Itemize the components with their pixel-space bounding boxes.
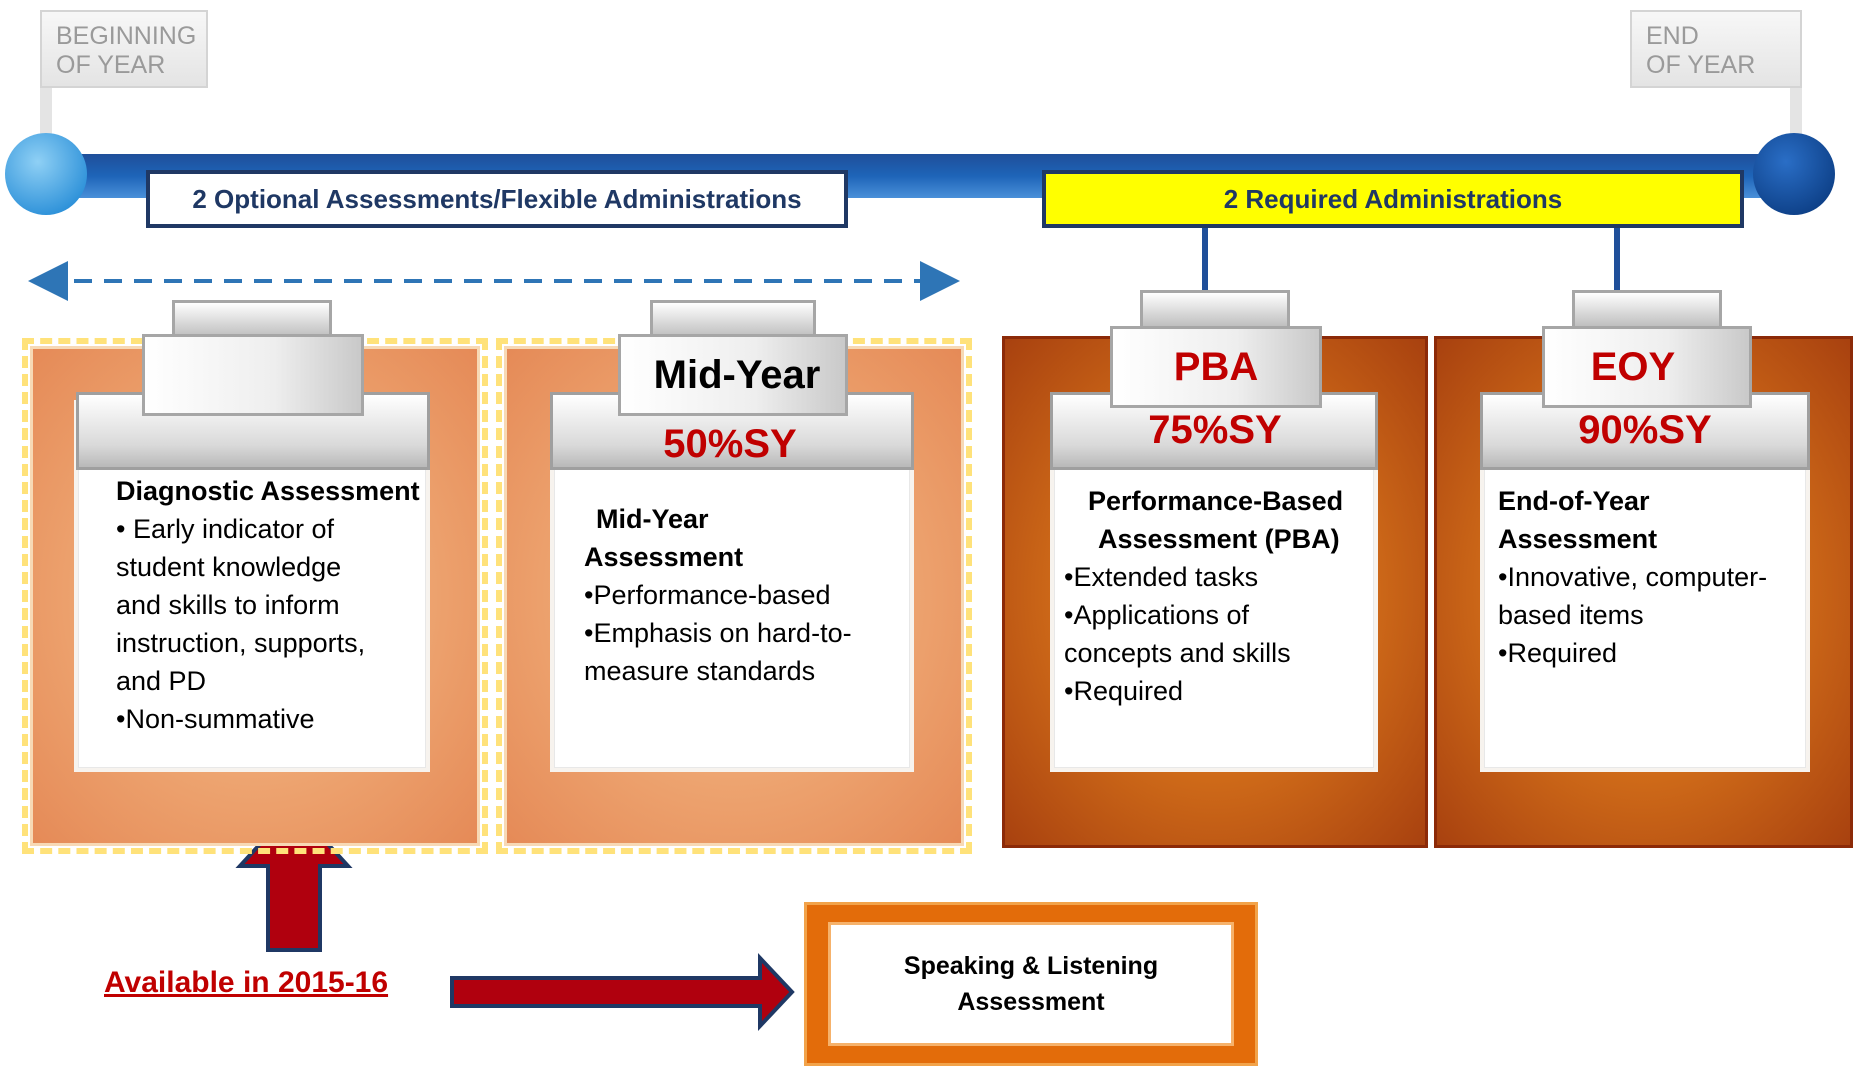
eoy-line: •Innovative, computer- (1498, 562, 1768, 592)
midyear-line: •Emphasis on hard-to- (584, 618, 852, 648)
midyear-text: Mid-Year Assessment •Performance-based •… (584, 500, 904, 690)
diagnostic-clip-tab (172, 300, 332, 340)
pba-line: •Required (1064, 676, 1184, 706)
midyear-heading-line2: Assessment (584, 542, 744, 572)
pba-heading-line1: Performance-Based (1088, 486, 1344, 516)
eoy-line: •Required (1498, 638, 1618, 668)
pba-line: •Applications of (1064, 600, 1250, 630)
pba-line: concepts and skills (1064, 638, 1291, 668)
pba-clip-title: PBA (1173, 344, 1259, 389)
eoy-line: based items (1498, 600, 1644, 630)
required-band-label: 2 Required Administrations (1042, 170, 1744, 228)
beginning-of-year-label: BEGINNING OF YEAR (40, 10, 208, 88)
available-note: Available in 2015-16 (104, 966, 389, 999)
midyear-line: •Performance-based (584, 580, 831, 610)
speaking-listening-line2: Assessment (957, 988, 1105, 1016)
speaking-listening-line1: Speaking & Listening (903, 952, 1159, 980)
diagnostic-clip-top (142, 334, 364, 416)
diagnostic-line: and skills to inform (116, 590, 340, 620)
eoy-heading-line1: End-of-Year (1498, 486, 1650, 516)
eoy-connector (1614, 226, 1620, 290)
eoy-heading-line2: Assessment (1498, 524, 1658, 554)
beginning-label-line2: OF YEAR (56, 51, 166, 79)
midyear-percent: 50%SY (663, 422, 797, 466)
diagnostic-line: and PD (116, 666, 207, 696)
end-label-line2: OF YEAR (1646, 51, 1756, 79)
eoy-clip-top (1542, 326, 1752, 408)
optional-band-label: 2 Optional Assessments/Flexible Administ… (146, 170, 848, 228)
timeline-start-dot (5, 133, 87, 215)
pba-line: •Extended tasks (1064, 562, 1259, 592)
diagnostic-heading: Diagnostic Assessment (116, 476, 420, 506)
midyear-clip-title: Mid-Year (653, 352, 821, 397)
pba-clip-tab (1140, 290, 1290, 330)
eoy-text: End-of-Year Assessment •Innovative, comp… (1498, 482, 1818, 672)
speaking-listening-box: Speaking & Listening Assessment (828, 922, 1234, 1046)
pba-text: Performance-Based Assessment (PBA) •Exte… (1064, 482, 1384, 710)
end-label-line1: END (1646, 22, 1699, 50)
midyear-clip-tab (650, 300, 816, 340)
pba-connector (1202, 226, 1208, 290)
eoy-percent: 90%SY (1578, 408, 1712, 452)
midyear-line: measure standards (584, 656, 816, 686)
beginning-label-line1: BEGINNING (56, 22, 197, 50)
pba-clip-top (1110, 326, 1322, 408)
eoy-clip-title: EOY (1590, 344, 1676, 389)
diagnostic-line: • Early indicator of (116, 514, 335, 544)
diagnostic-line: instruction, supports, (116, 628, 366, 658)
right-arrow (450, 952, 795, 1032)
end-of-year-label: END OF YEAR (1630, 10, 1802, 88)
diagnostic-line: •Non-summative (116, 704, 315, 734)
pba-percent: 75%SY (1148, 408, 1282, 452)
diagnostic-text: Diagnostic Assessment • Early indicator … (116, 472, 436, 738)
pba-heading-line2: Assessment (PBA) (1098, 524, 1340, 554)
timeline-end-dot (1753, 133, 1835, 215)
midyear-heading-line1: Mid-Year (596, 504, 709, 534)
eoy-clip-tab (1572, 290, 1722, 330)
midyear-clip-top (618, 334, 848, 416)
diagnostic-line: student knowledge (116, 552, 342, 582)
